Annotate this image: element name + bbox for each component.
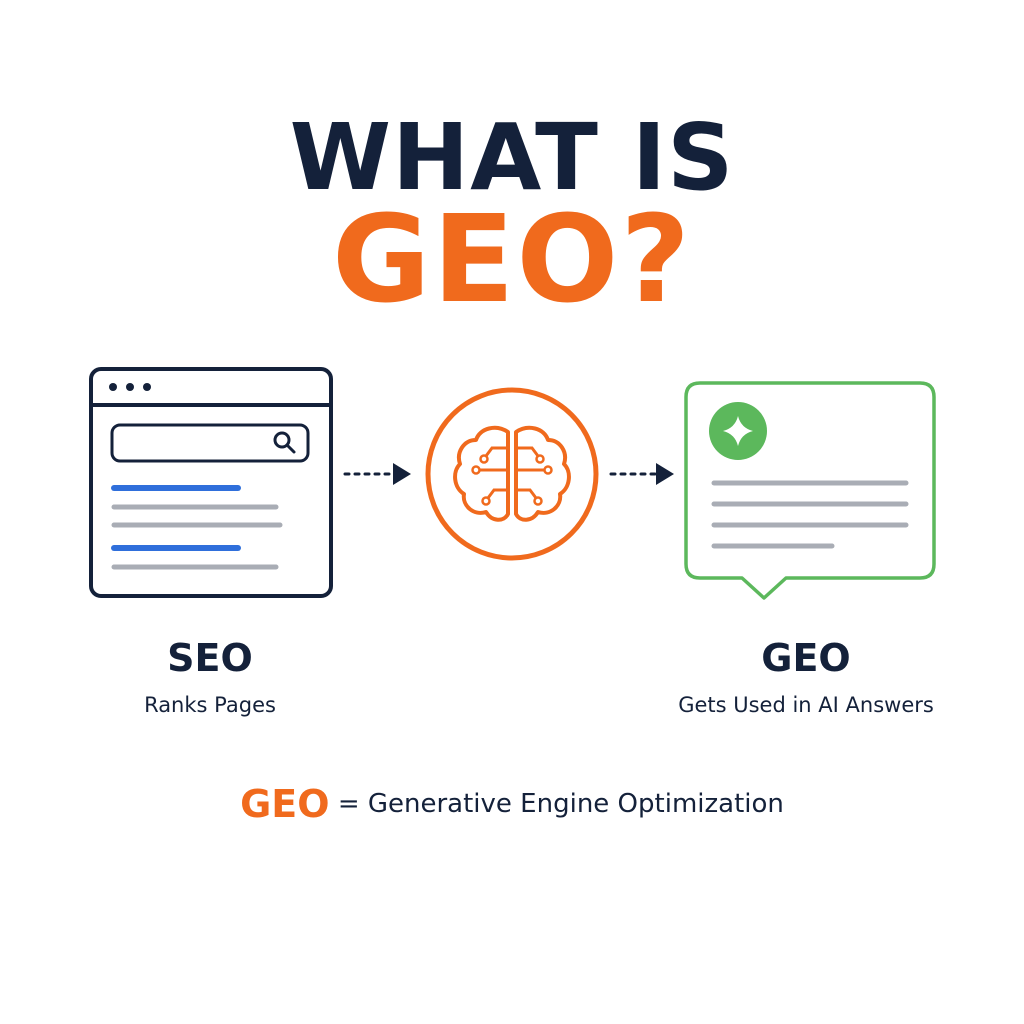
ai-answer-chat-bubble-icon [684,381,936,600]
ai-brain-circuit-icon [425,387,599,561]
definition-term: GEO [240,782,330,826]
flow-arrow-seo-to-ai [343,463,411,485]
geo-definition: GEO = Generative Engine Optimization [0,782,1024,826]
sparkle-icon [709,402,767,460]
answer-text-lines [711,480,909,549]
search-result-lines [111,485,283,570]
browser-search-window-icon [89,367,333,598]
page-title-line-1: WHAT IS [289,104,735,211]
geo-description: Gets Used in AI Answers [678,693,934,717]
definition-text: = Generative Engine Optimization [329,789,784,819]
seo-label: SEO [167,636,253,680]
page-title-line-2: GEO? [331,191,693,330]
flow-arrow-ai-to-geo [609,463,674,485]
seo-description: Ranks Pages [144,693,276,717]
search-icon [273,431,296,454]
geo-label: GEO [761,636,851,680]
search-bar [110,423,310,463]
